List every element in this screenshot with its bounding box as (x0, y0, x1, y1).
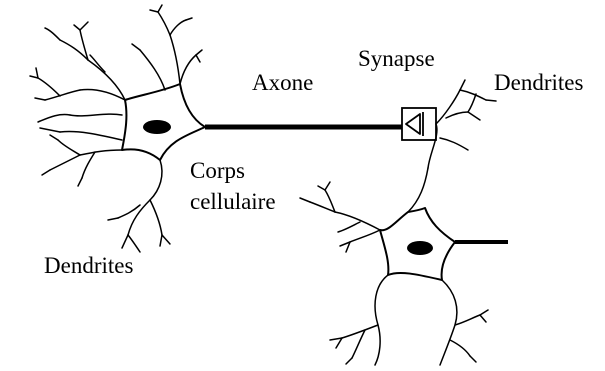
nucleus-left (143, 120, 171, 134)
label-axone: Axone (252, 70, 313, 96)
dendrites-right-upper (408, 80, 496, 212)
label-synapse: Synapse (358, 46, 435, 72)
dendrites-right-left (300, 182, 380, 252)
nucleus-right (407, 241, 433, 255)
dendrites-left-lower (40, 128, 122, 186)
dendrites-right-bottom (330, 275, 488, 365)
dendrites-left-bottom (108, 160, 170, 252)
dendrites-left-top (132, 5, 202, 90)
label-dendrites-left: Dendrites (44, 253, 133, 279)
label-dendrites-right: Dendrites (494, 70, 583, 96)
synapse-terminal (406, 114, 420, 134)
neuron-right (300, 80, 508, 365)
label-cellulaire: cellulaire (190, 189, 276, 215)
label-corps: Corps (190, 158, 245, 184)
dendrites-left-upper (30, 22, 125, 122)
synapse-box (402, 108, 436, 140)
